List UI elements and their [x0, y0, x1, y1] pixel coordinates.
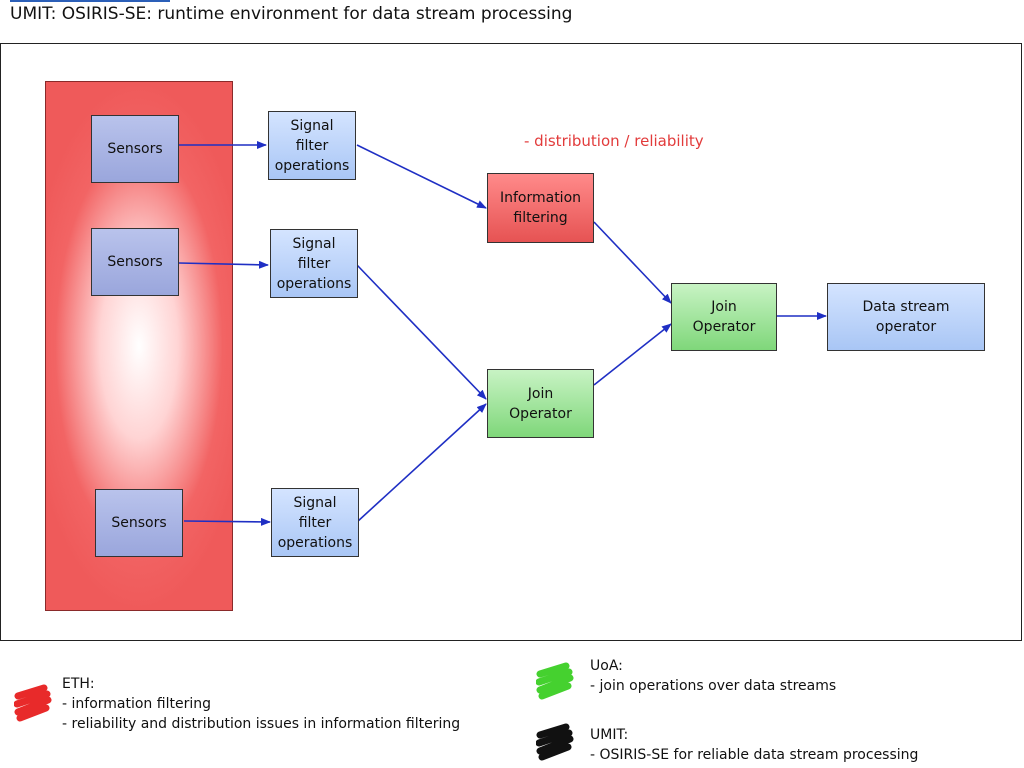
legend-uoa-item-1: - join operations over data streams	[590, 678, 837, 694]
legend-eth-item-1: - information filtering	[62, 696, 211, 712]
join-operator-node-lower: Join Operator	[487, 369, 594, 438]
legend-eth-title: ETH:	[62, 676, 95, 692]
signal-filter-node-2: Signal filter operations	[270, 229, 358, 298]
eth-color-scribble-icon	[14, 684, 52, 722]
title-underline	[10, 0, 170, 2]
legend-eth-item-2: - reliability and distribution issues in…	[62, 716, 461, 732]
legend-eth: ETH: - information filtering - reliabili…	[62, 674, 460, 734]
edge-signal1-information	[356, 144, 487, 209]
sensors-node-2: Sensors	[91, 228, 179, 296]
legend-uoa: UoA: - join operations over data streams	[590, 656, 836, 696]
edge-sensors2-signal2	[178, 260, 269, 269]
sensors-node-1: Sensors	[91, 115, 179, 183]
legend-umit-item-1: - OSIRIS-SE for reliable data stream pro…	[590, 747, 919, 763]
diagram-frame	[0, 43, 1022, 641]
signal-filter-node-3: Signal filter operations	[271, 488, 359, 557]
edge-sensors3-signal3	[183, 517, 271, 526]
join-operator-node-upper: Join Operator	[671, 283, 777, 351]
signal-filter-node-1: Signal filter operations	[268, 111, 356, 180]
edge-information-join-upper	[593, 221, 672, 304]
umit-color-scribble-icon	[536, 723, 574, 761]
legend-uoa-title: UoA:	[590, 658, 623, 674]
page-title: UMIT: OSIRIS-SE: runtime environment for…	[10, 4, 573, 24]
edge-signal2-join-lower	[356, 264, 487, 400]
data-stream-operator-node: Data stream operator	[827, 283, 985, 351]
edge-join-lower-join-upper	[593, 323, 672, 386]
uoa-color-scribble-icon	[536, 662, 574, 700]
edge-signal3-join-lower	[356, 403, 487, 523]
sensors-node-3: Sensors	[95, 489, 183, 557]
legend-umit-title: UMIT:	[590, 727, 629, 743]
legend-umit: UMIT: - OSIRIS-SE for reliable data stre…	[590, 725, 918, 765]
distribution-reliability-note: - distribution / reliability	[524, 132, 704, 150]
information-filtering-node: Information filtering	[487, 173, 594, 243]
